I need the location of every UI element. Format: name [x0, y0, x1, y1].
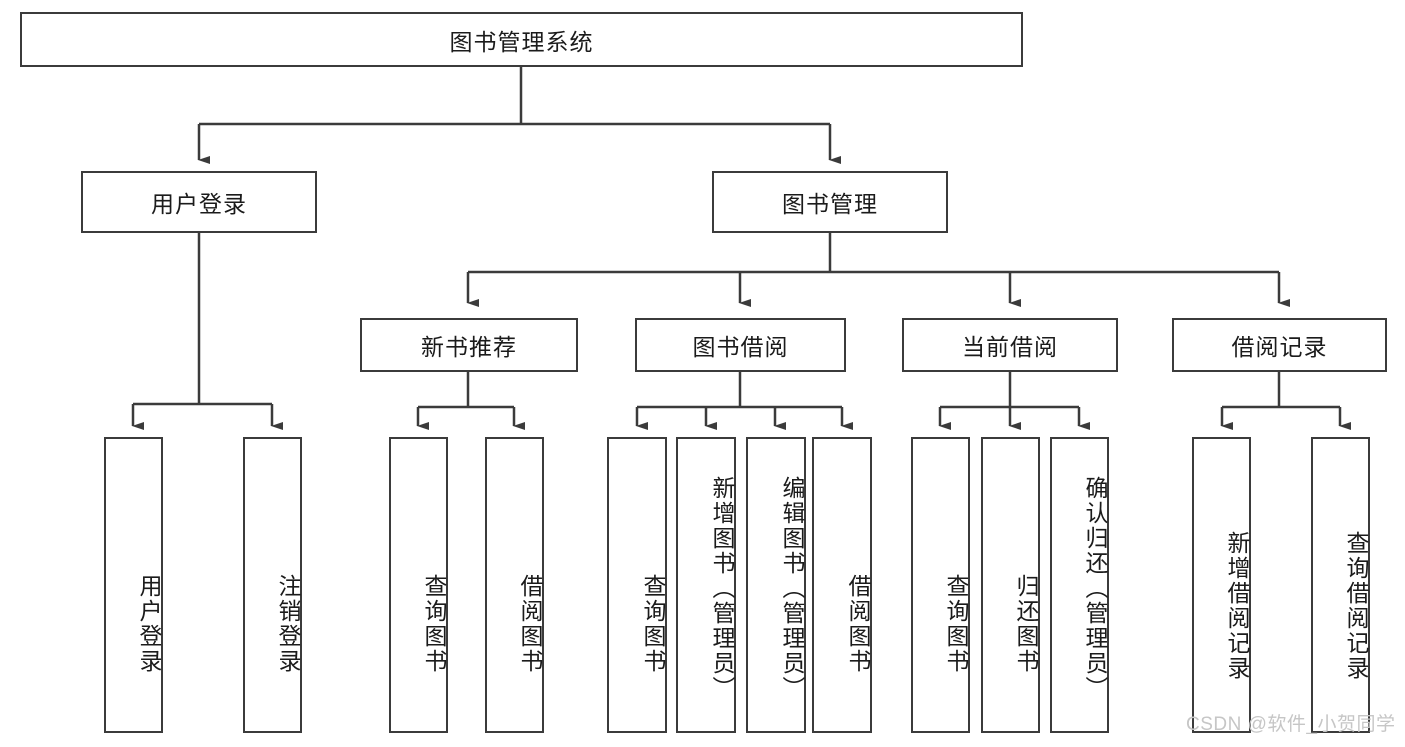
node-label: 查询图书	[943, 574, 969, 674]
node-borrow-record[interactable]: 借阅记录	[1172, 318, 1387, 372]
node-label: 借阅图书	[517, 574, 543, 674]
node-root-book-management-system[interactable]: 图书管理系统	[20, 12, 1023, 67]
leaf-book-borrow-query-book[interactable]: 查询图书	[607, 437, 667, 733]
node-label: 图书借阅	[692, 334, 789, 360]
node-label: 编辑图书（管理员）	[779, 475, 805, 701]
leaf-book-borrow-borrow-book[interactable]: 借阅图书	[812, 437, 872, 733]
node-label: 借阅记录	[1231, 334, 1328, 360]
leaf-book-borrow-edit-book-admin[interactable]: 编辑图书（管理员）	[746, 437, 806, 733]
node-label: 用户登录	[151, 191, 247, 217]
leaf-current-borrow-query-book[interactable]: 查询图书	[911, 437, 970, 733]
node-new-book-recommend[interactable]: 新书推荐	[360, 318, 578, 372]
leaf-borrow-record-add-record[interactable]: 新增借阅记录	[1192, 437, 1251, 733]
node-label: 查询借阅记录	[1343, 531, 1369, 681]
node-current-borrow[interactable]: 当前借阅	[902, 318, 1118, 372]
leaf-new-book-query-book[interactable]: 查询图书	[389, 437, 448, 733]
leaf-current-borrow-return-book[interactable]: 归还图书	[981, 437, 1040, 733]
csdn-watermark: CSDN @软件_小贺同学	[1186, 714, 1396, 735]
node-label: 查询图书	[421, 574, 447, 674]
node-label: 借阅图书	[845, 574, 871, 674]
node-label: 归还图书	[1013, 574, 1039, 674]
node-user-login[interactable]: 用户登录	[81, 171, 317, 233]
leaf-borrow-record-query-record[interactable]: 查询借阅记录	[1311, 437, 1370, 733]
node-label: 用户登录	[136, 574, 162, 674]
node-label: 图书管理系统	[449, 28, 594, 55]
node-book-borrow[interactable]: 图书借阅	[635, 318, 846, 372]
node-label: 图书管理	[782, 191, 878, 217]
node-label: 查询图书	[640, 574, 666, 674]
leaf-user-login-logout[interactable]: 注销登录	[243, 437, 302, 733]
leaf-current-borrow-confirm-return-admin[interactable]: 确认归还（管理员）	[1050, 437, 1109, 733]
leaf-new-book-borrow-book[interactable]: 借阅图书	[485, 437, 544, 733]
leaf-user-login-login[interactable]: 用户登录	[104, 437, 163, 733]
node-label: 确认归还（管理员）	[1082, 475, 1108, 701]
node-label: 新增借阅记录	[1224, 531, 1250, 681]
leaf-book-borrow-add-book-admin[interactable]: 新增图书（管理员）	[676, 437, 736, 733]
node-label: 新增图书（管理员）	[709, 475, 735, 701]
node-book-management[interactable]: 图书管理	[712, 171, 948, 233]
node-label: 注销登录	[275, 574, 301, 674]
node-label: 当前借阅	[962, 334, 1058, 360]
node-label: 新书推荐	[421, 334, 517, 360]
